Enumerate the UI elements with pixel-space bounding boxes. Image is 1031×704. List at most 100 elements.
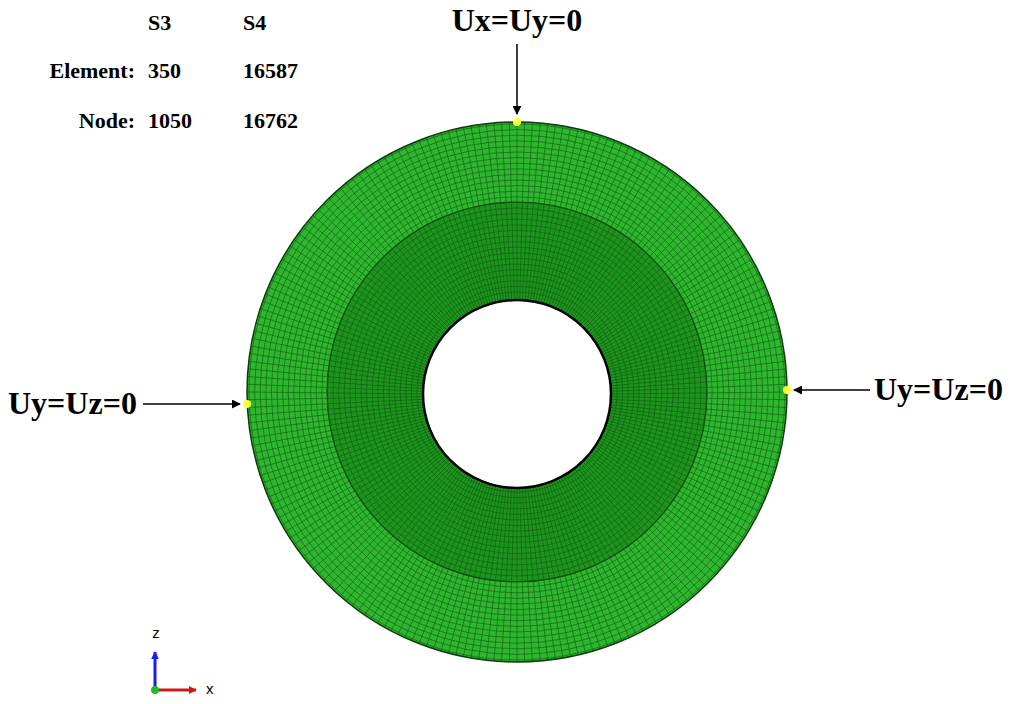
- mesh-line: [313, 215, 446, 332]
- leader-arrow: [143, 403, 240, 405]
- mesh-line: [278, 266, 434, 350]
- mesh-line: [350, 225, 684, 559]
- mesh-line: [591, 227, 730, 336]
- constraint-point: [513, 118, 521, 126]
- mesh-line: [286, 443, 437, 532]
- mesh-line: [419, 482, 483, 644]
- mesh-line: [456, 486, 496, 655]
- mesh-line: [290, 246, 438, 343]
- mesh-line: [549, 483, 608, 647]
- axis-origin: [151, 686, 159, 694]
- boundary-condition: Ux=Uy=0: [452, 2, 583, 39]
- axis-label: z: [152, 624, 160, 641]
- mesh-line: [611, 397, 787, 400]
- mesh-line: [556, 146, 629, 308]
- mesh-line: [282, 440, 435, 525]
- mesh-line: [344, 219, 690, 565]
- mesh-line: [372, 247, 662, 537]
- axis-x: [155, 689, 196, 692]
- torus-outer-face: [247, 122, 787, 662]
- mesh-line: [517, 122, 518, 300]
- mesh-line: [554, 481, 623, 641]
- torus-hole: [423, 300, 611, 488]
- mesh-line: [590, 221, 726, 334]
- axis-label: x: [206, 680, 214, 697]
- mesh-line: [530, 487, 555, 659]
- mesh-line: [611, 377, 787, 389]
- mesh-line: [339, 214, 696, 571]
- mesh-line: [479, 487, 504, 659]
- mesh-line: [604, 431, 766, 498]
- mesh-line: [603, 280, 763, 355]
- mesh-line: [303, 227, 442, 336]
- mesh-line: [611, 369, 786, 386]
- mesh-line: [563, 157, 650, 312]
- row-heading: Node:: [79, 108, 135, 133]
- mesh-line: [383, 258, 650, 525]
- mesh-line: [406, 281, 628, 503]
- leader-arrow: [516, 44, 518, 114]
- mesh-line: [600, 266, 756, 350]
- mesh-line: [426, 483, 485, 647]
- mesh-line: [395, 270, 640, 515]
- mesh-line: [333, 208, 701, 576]
- table-cell: 1050: [148, 108, 192, 133]
- mesh-line: [254, 415, 425, 453]
- mesh-line: [316, 191, 718, 593]
- mesh-line: [260, 135, 774, 649]
- mesh-line: [417, 292, 617, 492]
- mesh-line: [610, 405, 785, 423]
- mesh-line: [283, 158, 752, 627]
- constraint-point: [243, 400, 251, 408]
- table-cell: 16587: [243, 58, 298, 83]
- mesh-line: [271, 280, 431, 355]
- mesh-line: [250, 354, 424, 381]
- mesh-line: [255, 130, 780, 655]
- mesh-line: [249, 124, 785, 660]
- mesh-line: [327, 202, 706, 581]
- mesh-line: [574, 468, 681, 605]
- mesh-line: [340, 188, 455, 323]
- mesh-line: [271, 146, 762, 637]
- mesh-line: [611, 384, 787, 391]
- mesh-line: [311, 186, 724, 599]
- mesh-line: [611, 399, 787, 407]
- mesh-line: [577, 183, 688, 321]
- section-name: S4: [243, 10, 266, 35]
- mesh-line: [543, 133, 593, 304]
- row-heading: Element:: [49, 58, 135, 83]
- mesh-line: [294, 169, 740, 615]
- mesh-line: [249, 361, 424, 383]
- table-cell: 16762: [243, 108, 298, 133]
- mesh-line: [355, 230, 678, 553]
- mesh-line: [391, 153, 473, 311]
- mesh-line: [599, 259, 752, 348]
- mesh-line: [265, 294, 429, 360]
- mesh-line: [305, 180, 729, 604]
- mesh-line: [577, 467, 688, 601]
- mesh-line: [611, 402, 786, 415]
- torus-band-edge: [327, 202, 707, 582]
- mesh-line: [400, 275, 634, 509]
- mesh-line: [308, 454, 444, 563]
- mesh-line: [299, 449, 441, 550]
- constraint-point: [783, 386, 791, 394]
- leader-arrow: [794, 389, 870, 391]
- mesh-line: [609, 331, 780, 373]
- boundary-condition: Uy=Uz=0: [874, 371, 1003, 408]
- mesh-line: [361, 236, 673, 548]
- mesh-line: [268, 431, 430, 498]
- mesh-line: [288, 163, 746, 621]
- mesh-line: [551, 482, 615, 644]
- mesh-line: [610, 361, 785, 383]
- mesh-line: [247, 399, 423, 407]
- mesh-line: [570, 472, 669, 615]
- mesh-line: [247, 397, 423, 400]
- mesh-line: [389, 264, 645, 520]
- mesh-line: [248, 402, 423, 415]
- mesh-line: [610, 354, 784, 381]
- mesh-line: [599, 440, 752, 525]
- mesh-line: [322, 197, 712, 587]
